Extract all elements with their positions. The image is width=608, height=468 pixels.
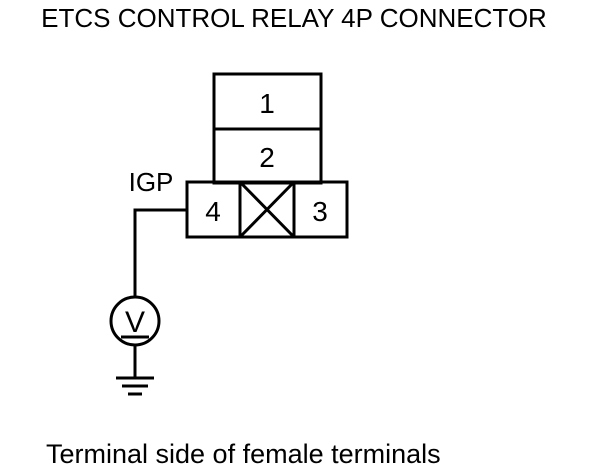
terminal-4-label: 4 [205, 196, 221, 227]
diagram-title: ETCS CONTROL RELAY 4P CONNECTOR [41, 3, 547, 33]
ground-icon [116, 376, 154, 396]
probe-wire [133, 208, 187, 297]
terminal-1-label: 1 [259, 88, 275, 119]
voltmeter-symbol: V [125, 306, 145, 339]
wire-label-igp: IGP [129, 167, 174, 197]
blank-cavity-icon [238, 180, 296, 239]
terminal-2-label: 2 [259, 142, 275, 173]
diagram-caption: Terminal side of female terminals [46, 439, 441, 468]
terminal-3-label: 3 [312, 196, 328, 227]
voltmeter-icon: V [109, 295, 161, 347]
